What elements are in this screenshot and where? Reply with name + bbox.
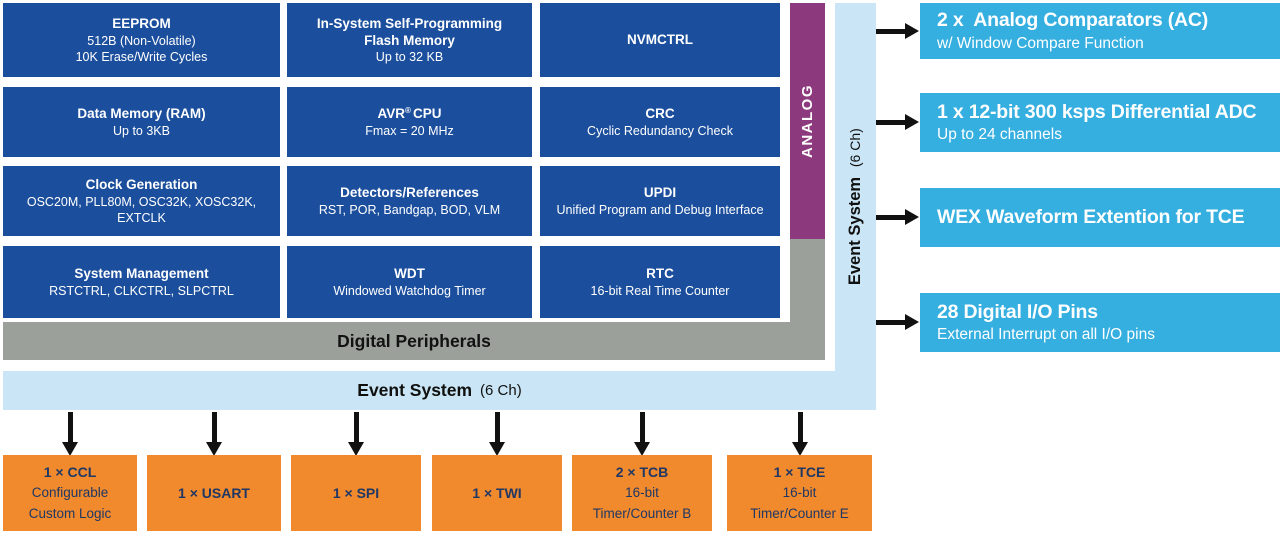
event-system-vertical-channels: (6 Ch)	[847, 127, 863, 167]
peripheral-title: 1 × SPI	[332, 484, 380, 501]
block-title: WDT	[394, 266, 425, 282]
block-system-management: System Management RSTCTRL, CLKCTRL, SLPC…	[3, 246, 280, 318]
analog-bar: ANALOG	[790, 3, 825, 239]
event-system-label: Event System	[357, 380, 473, 400]
arrow-down-icon-ccl	[62, 412, 78, 456]
block-line: Up to 32 KB	[375, 50, 444, 65]
block-detectors-references: Detectors/References RST, POR, Bandgap, …	[287, 166, 532, 236]
capability-box-analog-comparators: 2 x Analog Comparators (AC) w/ Window Co…	[920, 3, 1280, 59]
block-updi: UPDI Unified Program and Debug Interface	[540, 166, 780, 236]
block-crc: CRC Cyclic Redundancy Check	[540, 87, 780, 157]
peripheral-title: 1 × TWI	[472, 484, 522, 501]
event-system-bar: Event System (6 Ch)	[3, 371, 876, 410]
arrow-right-icon-digital-io	[876, 313, 919, 331]
block-line: 16-bit Real Time Counter	[590, 283, 730, 298]
peripheral-title: 1 × CCL	[43, 464, 97, 481]
peripheral-line: Custom Logic	[28, 505, 112, 521]
peripheral-box-tce: 1 × TCE 16-bit Timer/Counter E	[727, 455, 872, 531]
peripheral-box-ccl: 1 × CCL Configurable Custom Logic	[3, 455, 137, 531]
block-line: 10K Erase/Write Cycles	[75, 49, 208, 64]
block-data-memory-ram: Data Memory (RAM) Up to 3KB	[3, 87, 280, 157]
block-title: AVR®CPU	[377, 105, 442, 122]
block-nvmctrl: NVMCTRL	[540, 3, 780, 77]
digital-peripherals-label: Digital Peripherals	[337, 330, 491, 351]
peripheral-title: 1 × USART	[178, 484, 250, 501]
capability-title: 1 x 12-bit 300 ksps Differential ADC	[937, 100, 1257, 123]
peripheral-title: 1 × TCE	[773, 464, 826, 481]
event-system-channels: (6 Ch)	[480, 382, 522, 399]
arrow-down-icon-twi	[489, 412, 505, 456]
peripheral-box-twi: 1 × TWI	[432, 455, 562, 531]
block-title: Data Memory (RAM)	[77, 106, 206, 122]
event-system-bar-vertical: Event System (6 Ch)	[835, 3, 876, 410]
block-flash-memory: In-System Self-Programming Flash Memory …	[287, 3, 532, 77]
arrow-right-icon-adc	[876, 113, 919, 131]
capability-subtitle: Up to 24 channels	[937, 126, 1062, 144]
block-eeprom: EEPROM 512B (Non-Volatile) 10K Erase/Wri…	[3, 3, 280, 77]
block-line: Fmax = 20 MHz	[365, 123, 454, 138]
arrow-right-icon-wex	[876, 208, 919, 226]
block-wdt: WDT Windowed Watchdog Timer	[287, 246, 532, 318]
block-title: RTC	[646, 266, 674, 282]
registered-trademark-icon: ®	[405, 105, 411, 115]
peripheral-box-spi: 1 × SPI	[291, 455, 421, 531]
peripheral-line: Timer/Counter B	[592, 505, 692, 521]
capability-title: 28 Digital I/O Pins	[937, 300, 1098, 323]
block-line: Cyclic Redundancy Check	[587, 123, 733, 138]
capability-title: WEX Waveform Extention for TCE	[937, 205, 1245, 228]
block-clock-generation: Clock Generation OSC20M, PLL80M, OSC32K,…	[3, 166, 280, 236]
peripheral-line: Configurable	[31, 485, 109, 501]
block-title-line2: Flash Memory	[364, 33, 455, 48]
block-rtc: RTC 16-bit Real Time Counter	[540, 246, 780, 318]
block-title: System Management	[74, 266, 209, 282]
arrow-down-icon-tcb	[634, 412, 650, 456]
capability-subtitle: External Interrupt on all I/O pins	[937, 326, 1155, 344]
peripheral-line: Timer/Counter E	[750, 505, 849, 521]
block-title: UPDI	[643, 185, 677, 201]
digital-peripherals-bar	[3, 322, 825, 360]
digital-peripherals-label-wrap: Digital Peripherals	[3, 322, 825, 360]
block-avr-cpu: AVR®CPU Fmax = 20 MHz	[287, 87, 532, 157]
block-line: Up to 3KB	[113, 123, 170, 138]
arrow-down-icon-spi	[348, 412, 364, 456]
peripheral-line: 16-bit	[625, 485, 659, 501]
block-title: Clock Generation	[85, 177, 198, 193]
block-title: EEPROM	[112, 16, 171, 32]
block-line: Windowed Watchdog Timer	[333, 283, 486, 298]
block-line: OSC20M, PLL80M, OSC32K, XOSC32K, EXTCLK	[26, 194, 257, 225]
peripheral-box-tcb: 2 × TCB 16-bit Timer/Counter B	[572, 455, 712, 531]
capability-box-digital-io: 28 Digital I/O Pins External Interrupt o…	[920, 293, 1280, 352]
arrow-down-icon-usart	[206, 412, 222, 456]
block-line: RST, POR, Bandgap, BOD, VLM	[318, 202, 501, 217]
peripheral-line: 16-bit	[782, 485, 817, 501]
block-title: CRC	[645, 106, 675, 122]
block-line: 512B (Non-Volatile)	[87, 33, 196, 48]
block-line: RSTCTRL, CLKCTRL, SLPCTRL	[49, 283, 234, 298]
arrow-right-icon-analog-comparators	[876, 22, 919, 40]
block-title: In-System Self-Programming	[316, 15, 503, 31]
event-system-vertical-label: Event System	[846, 176, 864, 286]
block-line: Unified Program and Debug Interface	[556, 202, 764, 217]
arrow-down-icon-tce	[792, 412, 808, 456]
block-title: NVMCTRL	[627, 32, 693, 48]
capability-title: 2 x Analog Comparators (AC)	[937, 9, 1209, 32]
peripheral-box-usart: 1 × USART	[147, 455, 281, 531]
capability-subtitle: w/ Window Compare Function	[937, 34, 1144, 52]
analog-bar-label: ANALOG	[799, 84, 816, 158]
capability-box-adc: 1 x 12-bit 300 ksps Differential ADC Up …	[920, 93, 1280, 152]
peripheral-title: 2 × TCB	[615, 464, 669, 481]
block-title: Detectors/References	[340, 185, 479, 201]
capability-box-wex: WEX Waveform Extention for TCE	[920, 188, 1280, 247]
